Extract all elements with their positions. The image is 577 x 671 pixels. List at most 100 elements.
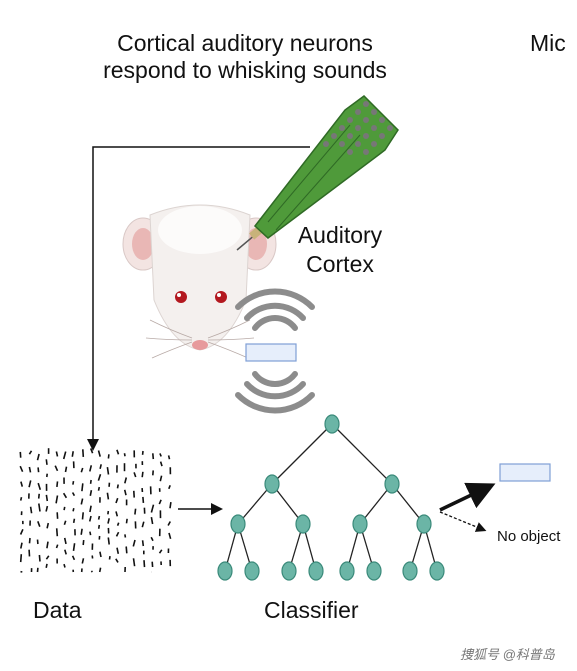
spike-mark [168,532,172,540]
spike-mark [19,497,23,501]
spike-mark [89,531,92,536]
spike-mark [90,570,93,573]
spike-mark [89,448,94,454]
spike-mark [28,480,32,488]
no-object-label: No object [497,528,561,545]
object-output-arrow [439,482,496,512]
spike-mark [115,511,119,517]
spike-mark [167,521,172,526]
classifier-label: Classifier [264,597,359,623]
spike-mark [159,453,162,457]
spike-mark [72,480,75,485]
spike-mark [71,555,76,561]
spike-mark [123,489,127,496]
spike-mark [97,524,101,529]
watermark: 捜狐号 @科普岛 [460,647,555,662]
spike-mark [38,503,41,512]
spike-mark [88,515,92,522]
spike-mark [20,542,23,549]
region-label-line-1: Auditory [297,222,383,248]
spike-mark [80,498,84,505]
spike-mark [19,528,24,535]
spike-mark [89,505,92,513]
spike-mark [107,454,110,459]
electrode-probe-icon [236,95,399,251]
spike-mark [45,555,50,560]
spike-mark [97,450,101,457]
spike-mark [115,531,120,537]
spike-mark [97,473,102,481]
spike-mark [125,518,128,524]
spike-mark [46,541,49,549]
spike-mark [141,471,144,478]
spike-mark [45,505,49,512]
spike-mark [81,483,84,492]
spike-mark [28,466,32,473]
spike-mark [28,537,31,544]
spike-mark [116,547,120,554]
spike-mark [64,466,68,473]
spike-mark [116,522,120,526]
spike-mark [19,465,24,473]
title-line-1: Cortical auditory neurons [117,30,373,56]
spike-mark [56,481,59,487]
spike-mark [115,558,119,563]
spike-mark [20,481,24,487]
object-box-icon [245,343,297,362]
spike-mark [63,520,67,526]
spike-mark [99,551,102,558]
spike-mark [158,549,163,554]
data-label: Data [33,597,82,623]
spike-mark [89,490,93,496]
spike-mark [45,459,48,465]
spike-mark [38,554,41,562]
spike-mark [116,484,119,489]
spike-mark [167,455,171,460]
spike-mark [80,528,83,535]
decision-tree-icon [217,414,445,581]
spike-mark [63,563,66,568]
spike-mark [45,563,48,568]
spike-mark [99,464,102,469]
spike-mark [63,506,66,511]
spike-mark [63,537,67,545]
spike-mark [123,453,126,457]
spike-mark [37,493,40,499]
spike-mark [143,560,146,568]
spike-mark [72,543,76,552]
spike-mark [169,501,172,509]
spike-mark [150,504,155,513]
spike-mark [71,492,76,497]
spike-mark [125,546,128,554]
rat-head-icon [122,204,277,359]
spike-mark [82,449,85,457]
spike-mark [159,475,163,482]
auditory-cortex-label: Auditory Cortex [288,221,392,279]
spike-mark [150,536,154,542]
spike-mark [159,461,163,467]
spike-mark [107,537,110,545]
spike-mark [55,495,59,504]
spike-mark [98,567,102,573]
spike-mark [150,516,154,525]
spike-mark [29,506,33,514]
spike-mark [19,554,23,563]
spike-mark [108,555,111,560]
no-object-output-arrow [439,511,487,532]
spike-mark [55,544,59,549]
spike-mark [141,521,145,528]
spike-mark [55,528,59,537]
spike-mark [168,485,171,490]
sound-wave-icon [235,288,315,414]
spike-mark [133,472,137,478]
spike-mark [71,451,74,457]
spike-mark [72,508,75,512]
spike-mark [124,477,128,484]
spike-mark [142,496,145,503]
spike-mark [36,453,40,461]
spike-mark [37,467,40,473]
spike-mark [158,499,162,505]
spike-mark [82,540,85,546]
spike-mark [89,479,92,484]
spike-mark [132,539,136,547]
